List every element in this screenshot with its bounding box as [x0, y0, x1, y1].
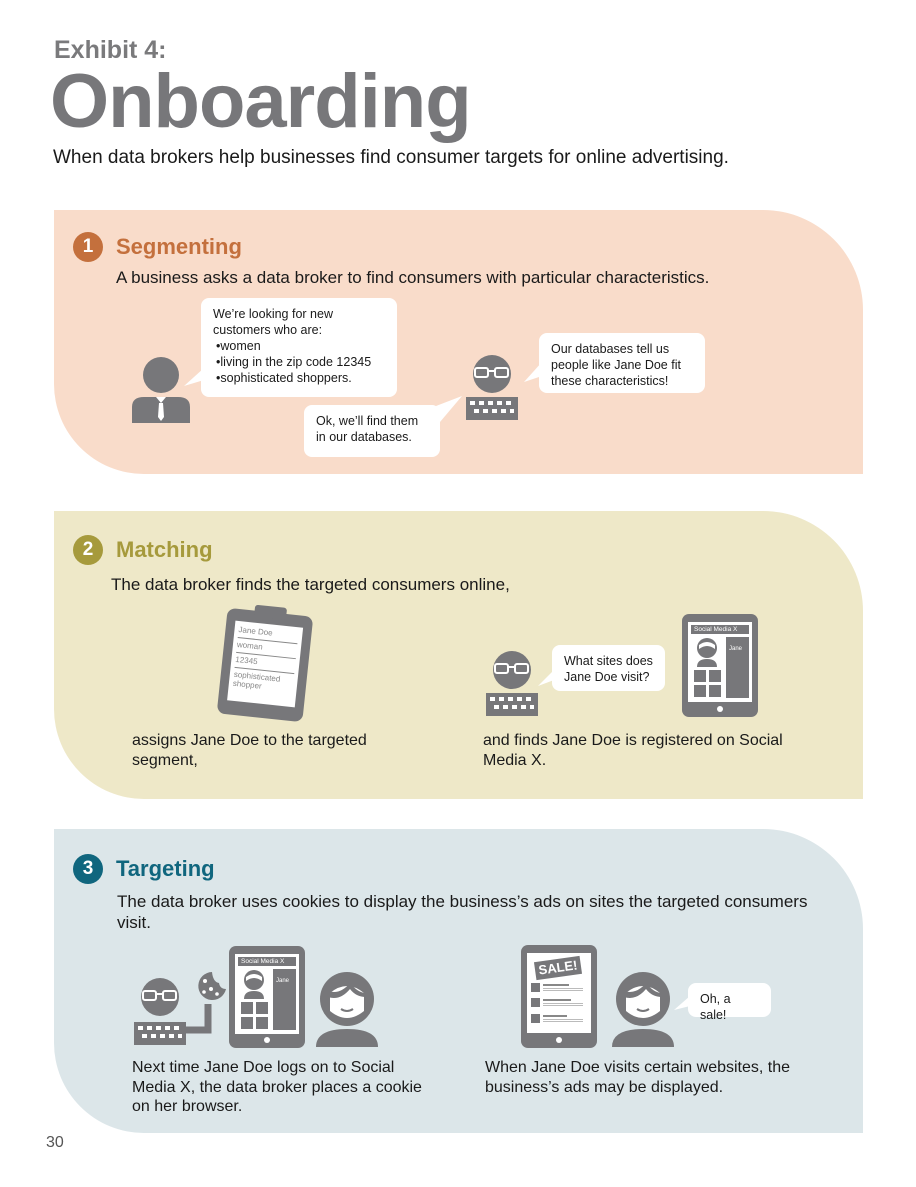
section-description-matching: The data broker finds the targeted consu…: [111, 575, 510, 594]
jane-doe-icon: [612, 972, 674, 1047]
sale-sign: SALE!: [533, 955, 583, 981]
grid-tiles-icon: [694, 670, 721, 697]
criteria-item: living in the zip code 12345: [216, 354, 385, 370]
profile-name: Jane: [729, 646, 743, 652]
bubble-tail-icon: [184, 368, 204, 386]
bubble-tail-icon: [674, 996, 690, 1010]
criteria-item: sophisticated shoppers.: [216, 370, 385, 386]
sale-exclamation-bubble: Oh, a sale!: [688, 983, 771, 1022]
profile-name: Jane: [276, 978, 290, 984]
profile-column: Jane: [726, 637, 749, 698]
section-description-segmenting: A business asks a data broker to find co…: [116, 268, 710, 287]
section-targeting-panel: [54, 829, 863, 1133]
profile-avatar-icon: [697, 638, 717, 667]
clipboard-icon: Jane Doe woman 12345 sophisticated shopp…: [216, 604, 314, 723]
caption-ads-displayed: When Jane Doe visits certain websites, t…: [485, 1059, 791, 1096]
section-title-targeting: Targeting: [116, 856, 215, 881]
exhibit-label: Exhibit 4:: [54, 36, 167, 64]
cookie-connector-icon: [186, 1004, 212, 1034]
data-broker-icon: [486, 651, 538, 716]
cookie-icon: [198, 972, 226, 1000]
caption-assigns-segment: assigns Jane Doe to the targeted segment…: [132, 732, 367, 769]
business-request-bubble: We’re looking for new customers who are:…: [201, 298, 397, 397]
grid-tiles-icon: [241, 1002, 268, 1029]
page-number: 30: [46, 1134, 64, 1151]
tablet-icon: Social Media X Jane: [229, 946, 305, 1048]
clipboard-paper: Jane Doe woman 12345 sophisticated shopp…: [227, 620, 304, 708]
ad-content-lines-icon: [531, 983, 583, 1023]
sites-question-bubble: What sites does Jane Doe visit?: [552, 645, 665, 691]
broker-database-bubble: Our databases tell us people like Jane D…: [539, 333, 705, 393]
section-segmenting-panel: [54, 210, 863, 474]
section-description-targeting: The data broker uses cookies to display …: [117, 892, 808, 932]
data-broker-icon: [466, 355, 518, 420]
profile-avatar-icon: [244, 970, 264, 999]
business-request-list: women living in the zip code 12345 sophi…: [213, 338, 385, 386]
section-number-2: 2: [73, 535, 103, 565]
businessman-icon: [132, 357, 190, 423]
data-broker-icon: [134, 978, 186, 1045]
caption-cookie-placed: Next time Jane Doe logs on to Social Med…: [132, 1059, 422, 1115]
profile-column: Jane: [273, 969, 296, 1030]
section-title-segmenting: Segmenting: [116, 234, 242, 259]
tablet-header: Social Media X: [238, 957, 296, 966]
bubble-tail-icon: [524, 362, 542, 382]
criteria-item: women: [216, 338, 385, 354]
bubble-tail-icon: [436, 396, 462, 422]
caption-registered: and finds Jane Doe is registered on Soci…: [483, 732, 783, 769]
section-number-1: 1: [73, 232, 103, 262]
section-number-3: 3: [73, 854, 103, 884]
business-request-intro: We’re looking for new customers who are:: [213, 307, 333, 337]
tablet-header: Social Media X: [691, 625, 749, 634]
tablet-icon: Social Media X Jane: [682, 614, 758, 717]
section-title-matching: Matching: [116, 537, 213, 562]
page-subtitle: When data brokers help businesses find c…: [53, 147, 729, 168]
tablet-ad-icon: SALE!: [521, 945, 597, 1048]
jane-doe-icon: [316, 972, 378, 1047]
broker-reply-bubble: Ok, we’ll find them in our databases.: [304, 405, 440, 457]
page-title: Onboarding: [50, 59, 472, 144]
bubble-tail-icon: [538, 670, 554, 686]
